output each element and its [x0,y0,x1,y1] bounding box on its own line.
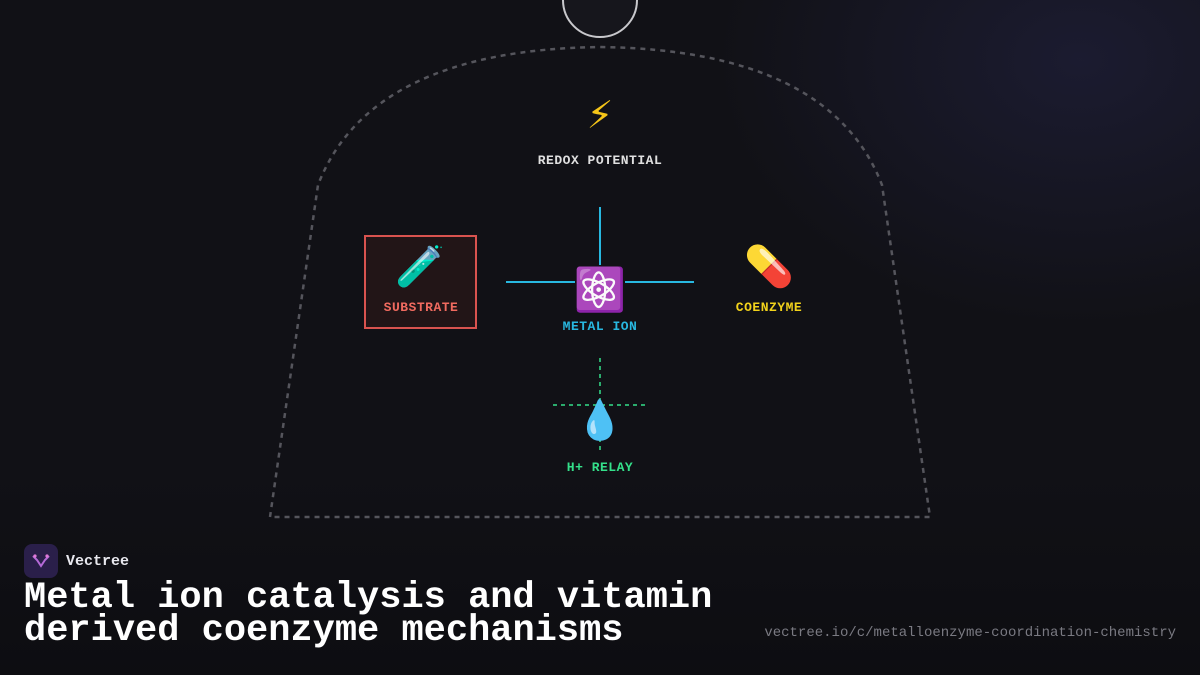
source-url[interactable]: vectree.io/c/metalloenzyme-coordination-… [764,625,1176,641]
test-tube-icon: 🧪 [395,244,445,290]
redox-label: REDOX POTENTIAL [537,153,663,168]
brand-name: Vectree [66,552,130,570]
brand-logo-icon [24,544,58,578]
brand: Vectree [24,544,129,578]
proton-relay-label: H+ RELAY [566,460,634,475]
pill-icon: 💊 [744,244,794,290]
pocket-entrance-circle [562,0,638,38]
lightning-icon: ⚡ [586,93,614,137]
substrate-box [364,235,477,329]
coenzyme-label: COENZYME [735,300,803,315]
metal-ion-label: METAL ION [562,319,638,334]
substrate-label: SUBSTRATE [383,300,459,315]
atom-icon: ⚛️ [573,265,627,314]
page-title: Metal ion catalysis and vitamin derived … [24,577,713,652]
droplet-icon: 💧 [576,398,624,442]
